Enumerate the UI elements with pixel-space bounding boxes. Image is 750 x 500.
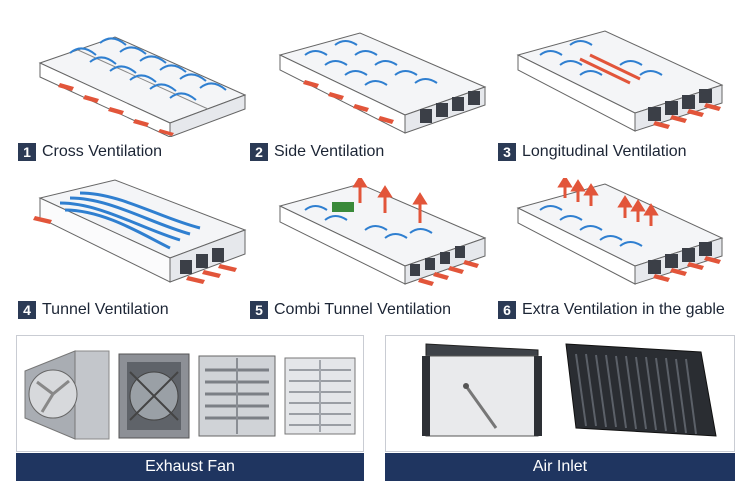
- push-pull-fan-image: [284, 357, 356, 435]
- number-badge: 1: [18, 143, 36, 161]
- caption-label: Combi Tunnel Ventilation: [274, 301, 451, 318]
- caption-label: Longitudinal Ventilation: [522, 143, 687, 160]
- number-badge: 6: [498, 301, 516, 319]
- exhaust-fan-label: Exhaust Fan: [16, 453, 364, 481]
- exhaust-fan-panel: [16, 335, 364, 452]
- caption-5: 5 Combi Tunnel Ventilation: [250, 299, 451, 321]
- diagram-longitudinal-ventilation: [510, 25, 735, 137]
- air-inlet-images: [422, 343, 717, 437]
- air-inlet-label: Air Inlet: [385, 453, 735, 481]
- number-badge: 5: [250, 301, 268, 319]
- diagram-combi-tunnel-ventilation: [270, 178, 495, 290]
- diagram-extra-ventilation-gable: [510, 178, 735, 290]
- caption-6: 6 Extra Ventilation in the gable: [498, 299, 725, 321]
- diagram-side-ventilation: [270, 25, 495, 137]
- diagram-cross-ventilation: [30, 25, 255, 137]
- number-badge: 2: [250, 143, 268, 161]
- exhaust-fan-images: [24, 350, 356, 440]
- caption-label: Side Ventilation: [274, 143, 385, 160]
- box-fan-image-1: [118, 353, 190, 439]
- number-badge: 4: [18, 301, 36, 319]
- caption-4: 4 Tunnel Ventilation: [18, 299, 169, 321]
- cone-fan-image: [24, 350, 110, 440]
- caption-label: Tunnel Ventilation: [42, 301, 169, 318]
- caption-3: 3 Longitudinal Ventilation: [498, 141, 687, 163]
- caption-label: Extra Ventilation in the gable: [522, 301, 725, 318]
- louver-fan-image: [198, 355, 276, 437]
- caption-2: 2 Side Ventilation: [250, 141, 384, 163]
- air-inlet-flap-image: [422, 343, 542, 437]
- diagram-tunnel-ventilation: [30, 178, 255, 290]
- air-inlet-grille-image: [565, 343, 717, 437]
- caption-label: Cross Ventilation: [42, 143, 163, 160]
- number-badge: 3: [498, 143, 516, 161]
- caption-1: 1 Cross Ventilation: [18, 141, 162, 163]
- air-inlet-panel: [385, 335, 735, 452]
